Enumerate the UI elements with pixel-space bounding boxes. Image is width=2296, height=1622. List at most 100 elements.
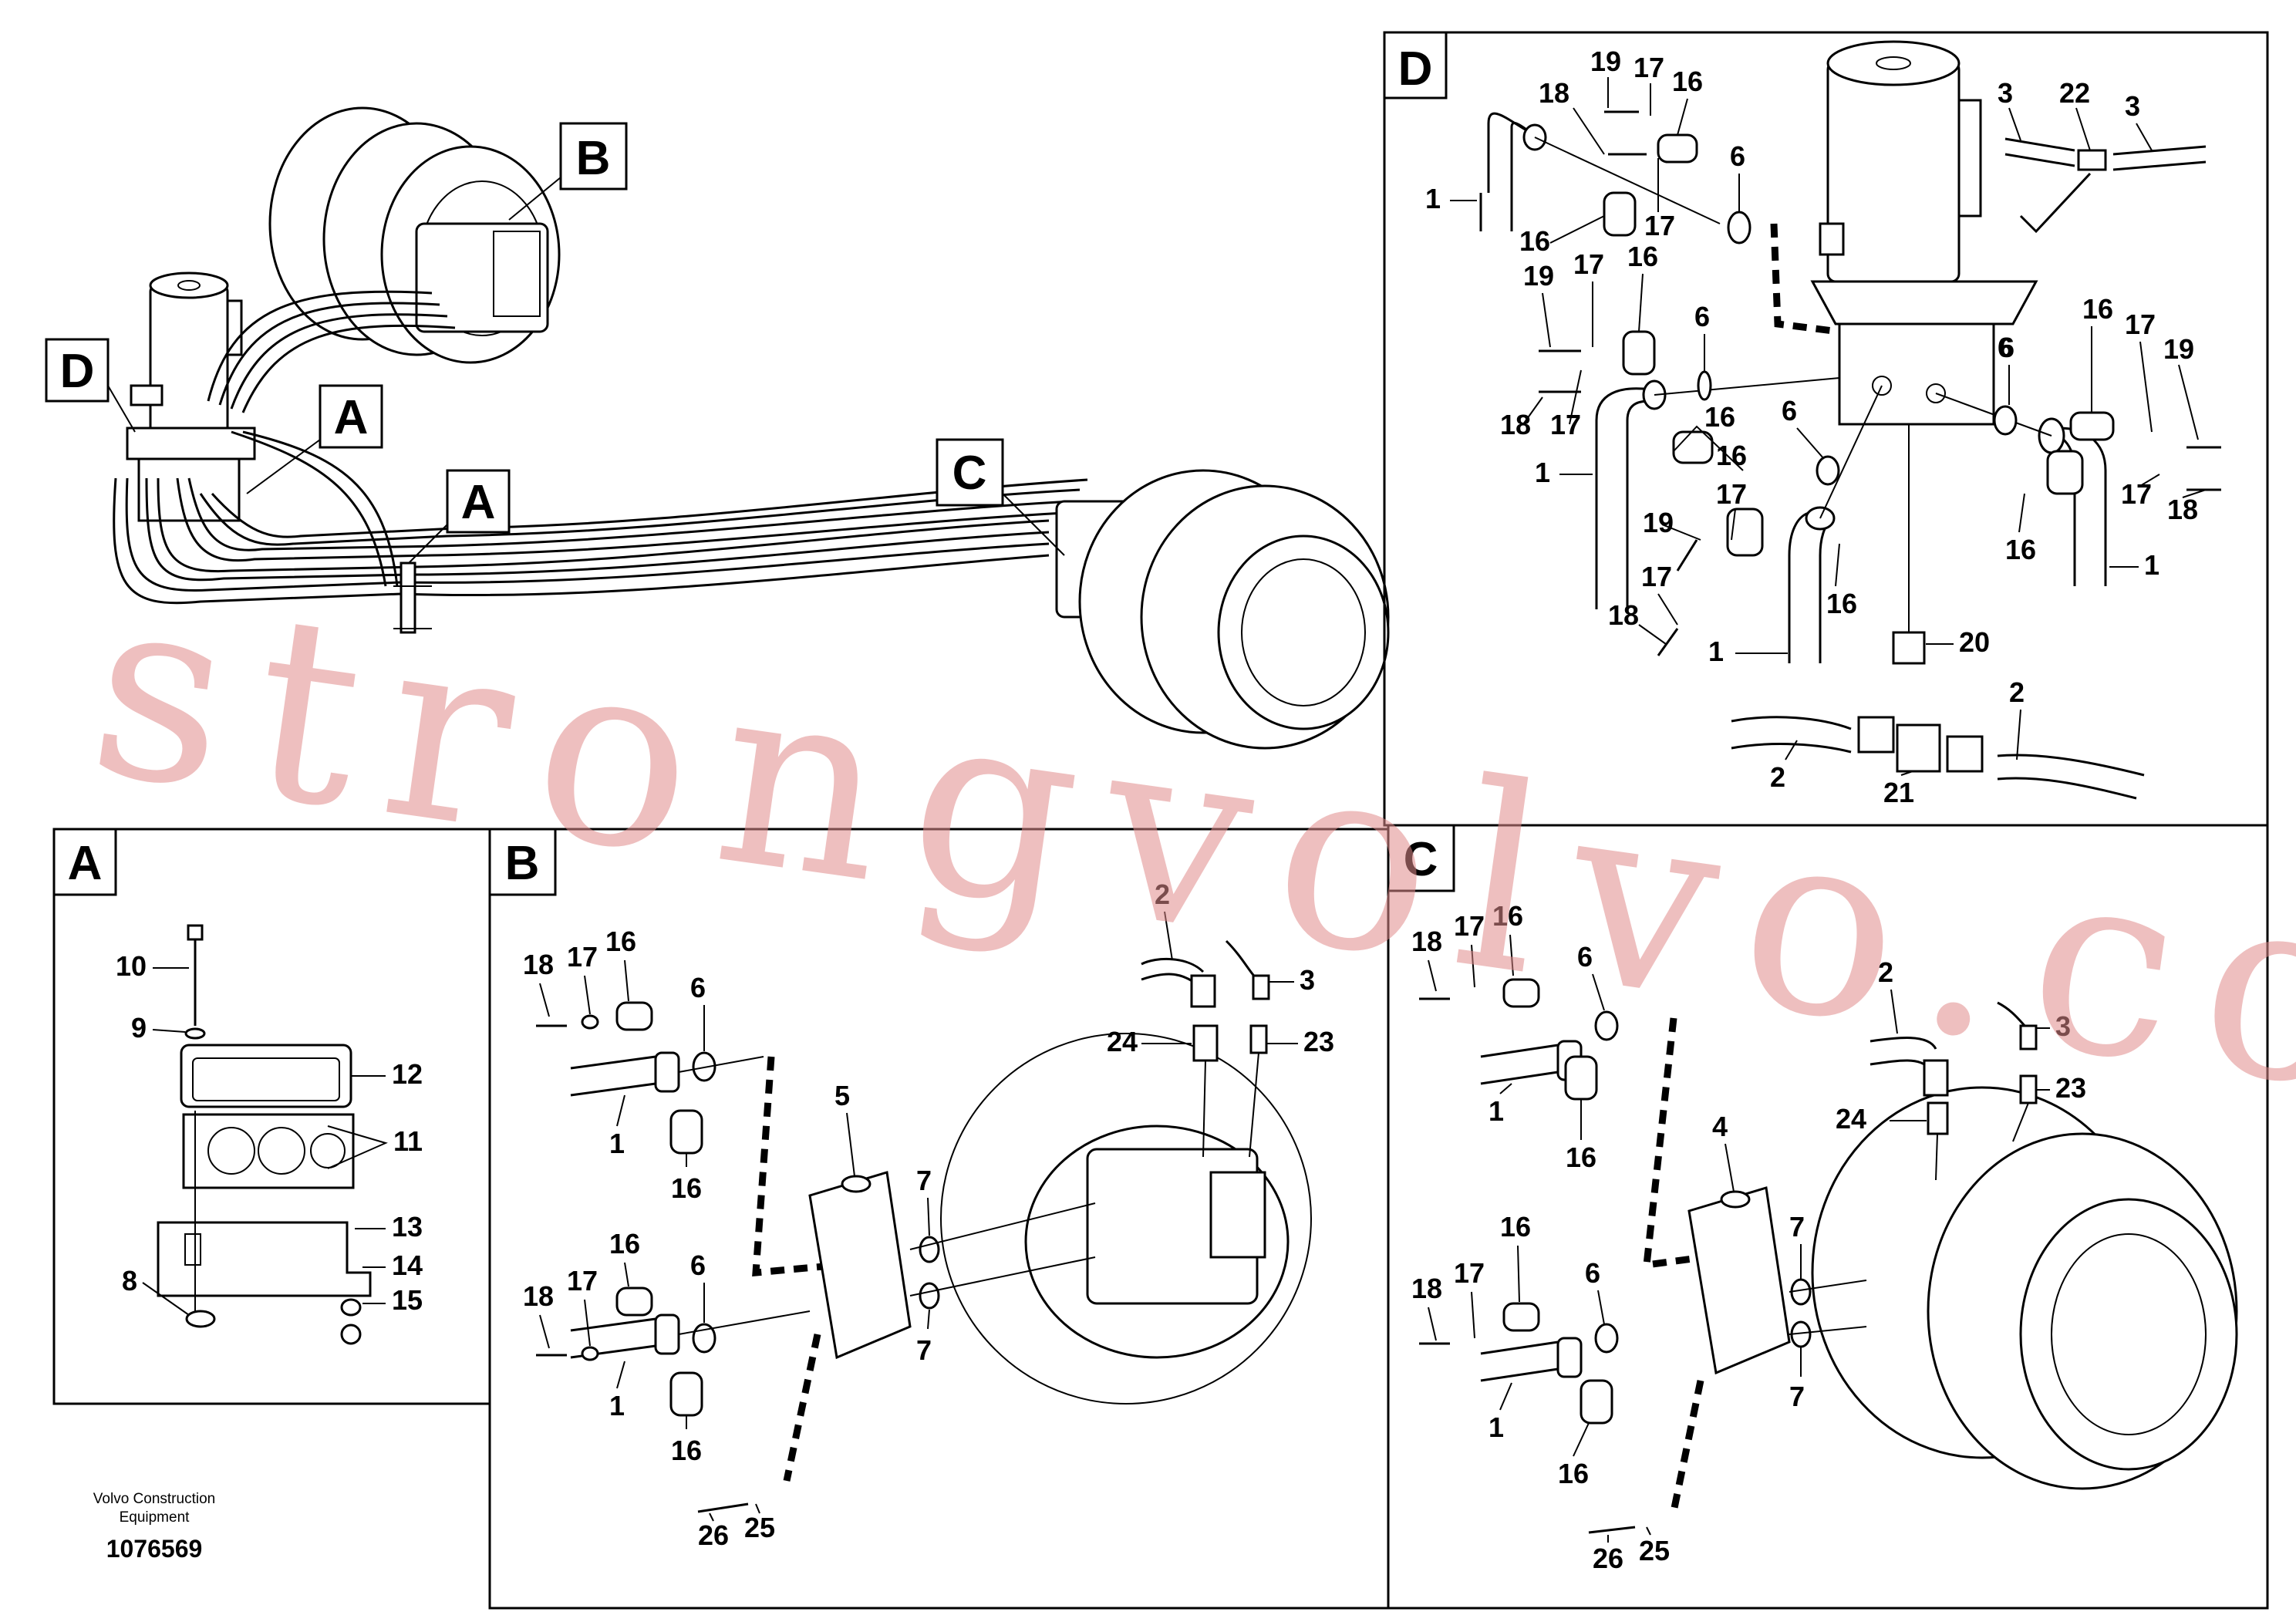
label-part: 17: [1454, 910, 1485, 942]
footer-company: Volvo Construction Equipment: [93, 1491, 216, 1526]
svg-text:C: C: [1404, 833, 1438, 886]
detail-panel-a: A: [52, 828, 491, 1405]
svg-text:C: C: [952, 447, 987, 500]
label-part: 9: [131, 1012, 147, 1044]
label-part: 4: [1712, 1111, 1728, 1142]
label-part: 2: [1155, 878, 1170, 910]
label-part: 24: [1836, 1103, 1866, 1135]
part-labels-d: 19 17 16 18 3 22 3 1 6 16 17 19 17 16 6 …: [1425, 46, 2207, 808]
label-part: 18: [523, 949, 554, 980]
callout-d: D: [45, 338, 136, 433]
svg-text:A: A: [68, 837, 103, 890]
svg-text:A: A: [334, 391, 369, 444]
detail-panel-c: C: [1387, 824, 2269, 1610]
label-part: 1: [609, 1128, 625, 1159]
label-part: 6: [690, 1249, 706, 1281]
label-part: 18: [1608, 599, 1639, 631]
label-part: 17: [1641, 561, 1672, 592]
callout-b: B: [508, 122, 628, 221]
label-part: 5: [834, 1080, 850, 1111]
label-part: 10: [116, 950, 147, 982]
label-part: 12: [392, 1058, 423, 1090]
label-part: 3: [1998, 77, 2013, 109]
label-part: 16: [2082, 293, 2113, 325]
label-part: 6: [690, 972, 706, 1003]
label-part: 19: [2163, 333, 2194, 365]
label-part: 19: [1590, 46, 1621, 77]
label-part: 16: [2005, 534, 2036, 565]
label-part: 16: [605, 926, 636, 957]
label-part: 16: [1558, 1458, 1589, 1489]
label-part: 17: [567, 941, 598, 973]
label-part: 25: [744, 1512, 775, 1543]
label-part: 16: [1716, 440, 1747, 471]
label-part: 17: [1454, 1257, 1485, 1289]
label-part: 17: [2125, 309, 2156, 340]
label-part: 16: [1826, 588, 1857, 619]
part-labels-b: 2 18 17 16 6 3 24 23 1 16 5 7 16 7 18 17…: [523, 878, 1334, 1551]
label-part: 14: [392, 1249, 423, 1281]
label-part: 7: [916, 1334, 932, 1366]
label-part: 1: [2144, 549, 2159, 581]
label-part: 22: [2059, 77, 2090, 109]
label-part: 17: [2121, 478, 2152, 510]
label-part: 16: [1704, 401, 1735, 433]
label-part: 16: [1500, 1211, 1531, 1243]
label-part: 2: [2009, 676, 2025, 708]
part-labels-c: 18 17 16 6 2 3 23 24 1 16 4 7 16 6 18 17…: [1411, 900, 2086, 1574]
label-part: 6: [1999, 332, 2014, 363]
label-part: 26: [698, 1519, 729, 1551]
label-part: 18: [1500, 409, 1531, 440]
label-part: 6: [1730, 140, 1745, 172]
label-part: 16: [671, 1172, 702, 1204]
label-part: 3: [2125, 90, 2140, 122]
svg-text:D: D: [1398, 42, 1433, 96]
label-part: 1: [1425, 183, 1441, 214]
overview-assembly: B D A A C: [45, 106, 1390, 750]
label-part: 6: [1782, 395, 1797, 427]
svg-text:B: B: [505, 837, 540, 890]
label-part: 16: [1566, 1141, 1596, 1173]
label-part: 1: [1489, 1095, 1504, 1127]
label-part: 6: [1585, 1257, 1600, 1289]
label-part: 13: [392, 1211, 423, 1243]
callout-a-2: A: [408, 469, 511, 564]
label-part: 23: [2055, 1072, 2086, 1104]
rear-travel-motor: [268, 106, 561, 364]
label-part: 18: [2167, 494, 2198, 525]
svg-text:D: D: [60, 345, 95, 398]
label-part: 16: [609, 1228, 640, 1259]
label-part: 6: [1998, 332, 2013, 363]
label-part: 19: [1523, 260, 1554, 292]
callout-c: C: [936, 438, 1065, 556]
label-part: 17: [1633, 52, 1664, 83]
label-part: 15: [392, 1284, 423, 1316]
label-part: 18: [523, 1280, 554, 1312]
detail-panel-b: B: [488, 828, 1390, 1610]
label-part: 3: [1300, 964, 1315, 996]
label-part: 17: [1573, 248, 1604, 280]
svg-text:A: A: [461, 476, 496, 529]
label-part: 7: [1789, 1381, 1805, 1412]
label-part: 16: [1672, 66, 1703, 97]
label-part: 1: [1535, 457, 1550, 488]
label-part: 21: [1883, 777, 1914, 808]
label-part: 1: [1489, 1411, 1504, 1443]
label-part: 20: [1959, 626, 1990, 658]
label-part: 18: [1539, 77, 1569, 109]
label-part: 23: [1303, 1026, 1334, 1057]
front-travel-motor: [1055, 469, 1390, 750]
label-part: 1: [1708, 636, 1724, 667]
label-part: 17: [1716, 478, 1747, 510]
label-part: 7: [916, 1165, 932, 1196]
label-part: 11: [393, 1125, 423, 1157]
label-part: 24: [1107, 1026, 1138, 1057]
label-part: 1: [609, 1390, 625, 1421]
label-part: 8: [122, 1265, 137, 1297]
label-part: 7: [1789, 1211, 1805, 1243]
label-part: 16: [1519, 225, 1550, 257]
label-part: 25: [1639, 1535, 1670, 1566]
label-part: 2: [1770, 761, 1785, 793]
label-part: 16: [1492, 900, 1523, 932]
